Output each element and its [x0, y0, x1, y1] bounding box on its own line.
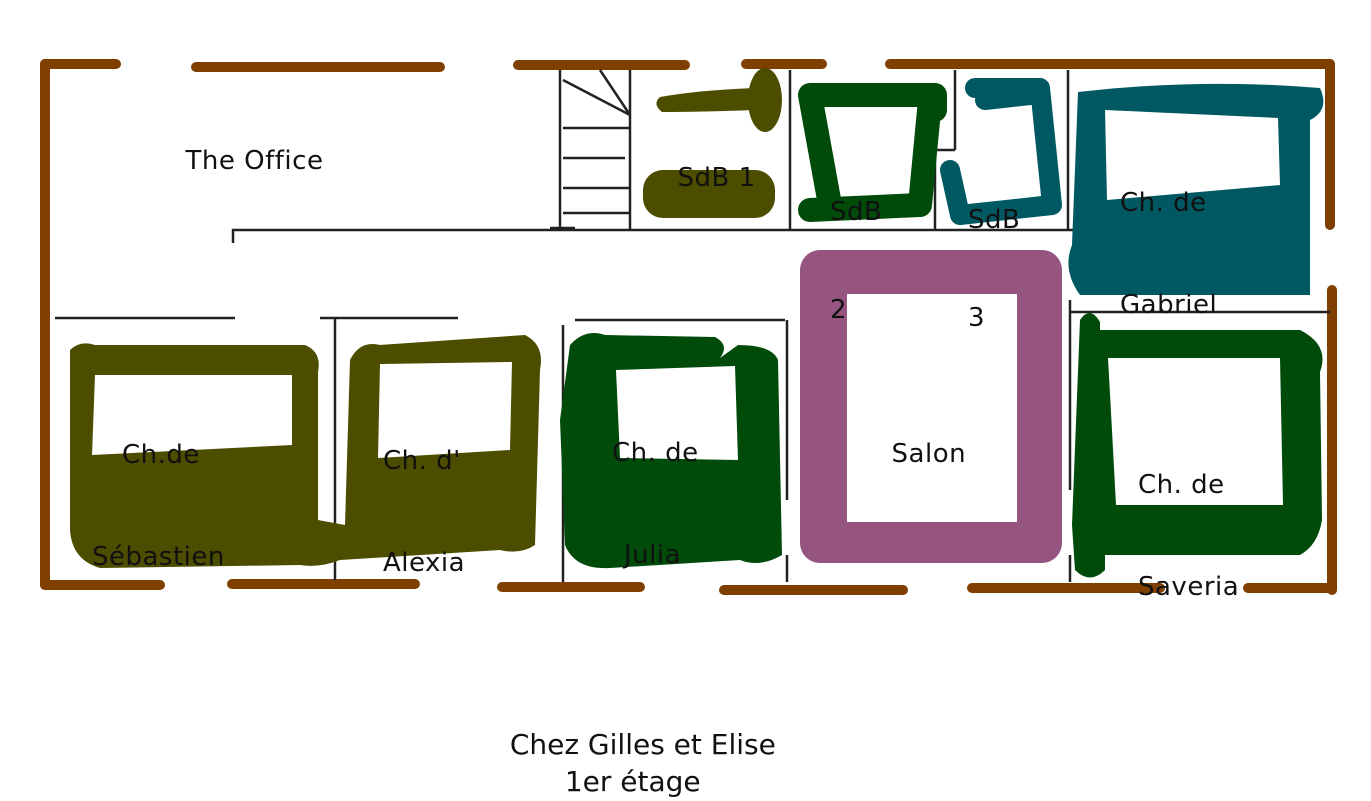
label-line: Ch.de — [122, 440, 200, 470]
label-line: The Office — [185, 146, 324, 176]
room-label-sebastien: Ch.de Sébastien — [92, 370, 225, 608]
room-label-alexia: Ch. d' Alexia — [383, 376, 465, 614]
room-label-saveria: Ch. de Saveria — [1138, 400, 1239, 638]
plan-title: Chez Gilles et Elise — [492, 688, 776, 764]
room-label-sdb3: SdB 3 — [968, 135, 1020, 369]
label-line: Sébastien — [92, 542, 225, 572]
sdb3-highlight — [940, 78, 1062, 225]
julia-highlight — [560, 332, 782, 569]
label-line: Gabriel — [1120, 290, 1218, 320]
label-line: 3 — [968, 303, 986, 333]
room-label-sdb2: SdB 2 — [830, 127, 882, 361]
label-line: 2 — [830, 295, 848, 325]
sdb2-highlight — [798, 83, 947, 222]
room-label-gabriel: Ch. de Gabriel — [1120, 118, 1217, 356]
label-line: Alexia — [383, 548, 466, 578]
sebastien-alexia-highlight — [70, 335, 541, 568]
label-line: Ch. de — [612, 438, 699, 468]
interior-walls — [55, 70, 1330, 582]
room-label-sdb1: SdB 1 — [660, 127, 756, 195]
saveria-highlight — [1072, 312, 1323, 578]
gabriel-highlight — [1068, 83, 1324, 295]
label-line: Salon — [891, 439, 967, 469]
label-line: SdB — [968, 205, 1021, 235]
label-line: Ch. de — [1120, 188, 1207, 218]
label-line: Julia — [624, 540, 682, 570]
room-label-office: The Office — [168, 110, 323, 178]
label-line: SdB 1 — [677, 163, 756, 193]
subtitle-text: 1er étage — [564, 765, 701, 798]
staircase — [550, 69, 632, 230]
label-line: SdB — [830, 197, 883, 227]
salon-highlight — [800, 250, 1062, 563]
label-line: Ch. d' — [383, 446, 461, 476]
exterior-walls — [40, 59, 1337, 595]
room-label-julia: Ch. de Julia — [612, 368, 699, 606]
plan-subtitle: 1er étage — [547, 725, 701, 801]
label-line: Ch. de — [1138, 470, 1225, 500]
sdb1-highlight — [643, 68, 782, 218]
label-line: Saveria — [1138, 572, 1240, 602]
title-text: Chez Gilles et Elise — [509, 728, 776, 761]
room-label-salon: Salon — [874, 403, 966, 471]
